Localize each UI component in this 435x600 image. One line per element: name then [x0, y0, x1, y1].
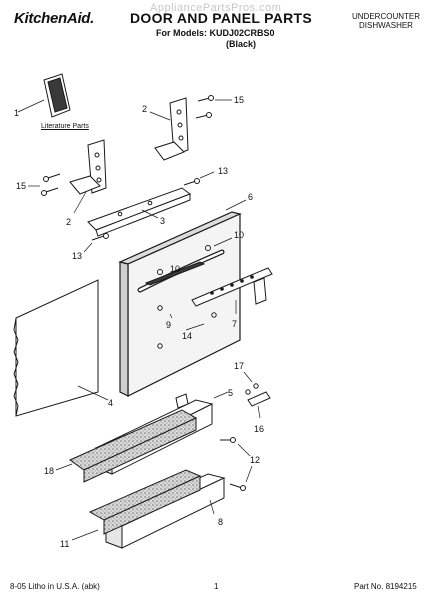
control-panel-insert — [191, 267, 273, 314]
footer-part-number: Part No. 8194215 — [354, 582, 417, 591]
door-handle — [137, 237, 233, 293]
callout-15a: 15 — [234, 95, 244, 105]
callout-5: 5 — [228, 388, 233, 398]
screws-12 — [220, 437, 253, 491]
inner-liner — [13, 279, 109, 417]
callout-7: 7 — [232, 319, 237, 329]
callout-10a: 10 — [234, 230, 244, 240]
finish-line: (Black) — [226, 39, 257, 49]
callout-labels: 1 2 15 15 2 3 13 13 6 10 10 9 14 7 4 17 … — [14, 95, 264, 549]
door-panel — [118, 199, 247, 397]
callout-10b: 10 — [170, 264, 180, 274]
callout-17: 17 — [234, 361, 244, 371]
callout-14: 14 — [182, 331, 192, 341]
screw-13-upper — [183, 171, 215, 186]
callout-9: 9 — [166, 320, 171, 330]
insulation-lower — [71, 469, 202, 541]
callout-1: 1 — [14, 108, 19, 118]
callout-2b: 2 — [66, 217, 71, 227]
top-channel — [87, 187, 192, 237]
brand-logo: KitchenAid. — [14, 10, 95, 27]
models-line: For Models: KUDJ02CRBS0 — [156, 28, 275, 38]
callout-13a: 13 — [218, 166, 228, 176]
watermark: AppliancePartsPros.com — [150, 2, 282, 14]
footer-litho: 8-05 Litho in U.S.A. (abk) — [10, 582, 100, 591]
screw-13-lower — [83, 233, 109, 253]
screw-group-left — [28, 173, 61, 196]
small-bracket — [243, 371, 271, 419]
panel-screws — [157, 305, 217, 349]
callout-16: 16 — [254, 424, 264, 434]
callout-13b: 13 — [72, 251, 82, 261]
literature-booklet — [17, 73, 71, 118]
callout-3: 3 — [160, 216, 165, 226]
category-line-2: DISHWASHER — [359, 21, 413, 30]
category-label: UNDERCOUNTER DISHWASHER — [352, 12, 420, 30]
callout-8: 8 — [218, 517, 223, 527]
category-line-1: UNDERCOUNTER — [352, 12, 420, 21]
callout-15b: 15 — [16, 181, 26, 191]
literature-parts-label: Literature Parts — [41, 123, 89, 130]
callout-6: 6 — [248, 192, 253, 202]
callout-18: 18 — [44, 466, 54, 476]
footer-page-number: 1 — [214, 582, 219, 591]
hinge-bracket-left — [69, 139, 107, 214]
screw-group-top — [195, 95, 232, 119]
callout-4: 4 — [108, 398, 113, 408]
hinge-bracket-right — [149, 97, 189, 161]
callout-12: 12 — [250, 455, 260, 465]
callout-2a: 2 — [142, 104, 147, 114]
callout-11: 11 — [60, 539, 69, 549]
page-title: DOOR AND PANEL PARTS — [130, 10, 313, 26]
insulation-upper — [55, 409, 198, 483]
